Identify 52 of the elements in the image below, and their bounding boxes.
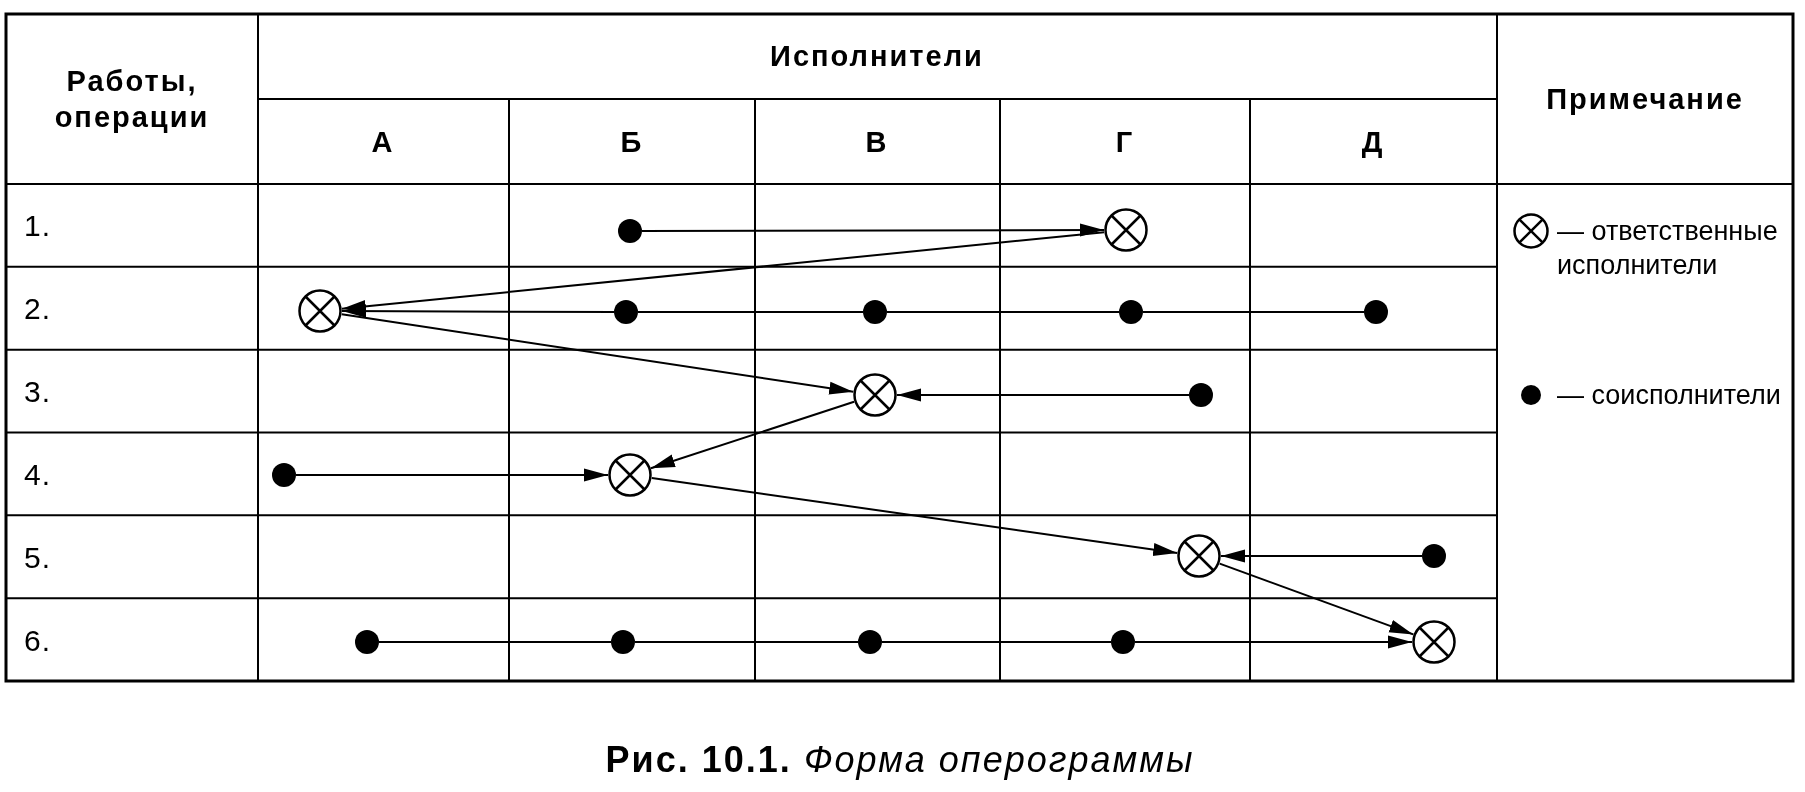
dot-icon [1189, 383, 1213, 407]
arrow [1220, 549, 1423, 563]
arrow [641, 223, 1105, 237]
arrow [1218, 562, 1415, 636]
arrow [1134, 635, 1413, 649]
dot-icon [611, 630, 635, 654]
figure-caption: Рис. 10.1. Форма оперограммы [605, 739, 1195, 781]
arrow [341, 304, 615, 318]
column-header: А [371, 124, 395, 160]
crossed-circle-icon [853, 373, 897, 417]
connector-line [637, 311, 864, 313]
row-number: 4. [24, 457, 52, 494]
arrow [650, 477, 1179, 556]
connector-line [881, 641, 1112, 643]
dot-icon [858, 630, 882, 654]
crossed-circle-icon [298, 289, 342, 333]
column-header: Примечание [1546, 81, 1744, 117]
dot-icon [1111, 630, 1135, 654]
row-number: 6. [24, 622, 52, 659]
dot-icon [863, 300, 887, 324]
arrow [649, 400, 856, 470]
crossed-circle-icon [1412, 620, 1456, 664]
legend-text: — ответственные исполнители [1557, 215, 1779, 282]
dot-icon [355, 630, 379, 654]
column-header: Работы, операции [54, 63, 210, 135]
column-header: Г [1115, 124, 1135, 160]
dot-icon [1422, 544, 1446, 568]
arrow [896, 388, 1190, 402]
dot-icon [1119, 300, 1143, 324]
row-number: 1. [24, 208, 52, 245]
column-header: В [865, 124, 889, 160]
crossed-circle-icon [1104, 208, 1148, 252]
dot-icon [272, 463, 296, 487]
row-number: 3. [24, 374, 52, 411]
dot-icon [1364, 300, 1388, 324]
crossed-circle-icon [608, 453, 652, 497]
column-header: Д [1361, 124, 1385, 160]
arrow [340, 313, 855, 395]
column-header: Исполнители [770, 38, 984, 74]
crossed-circle-icon [1177, 534, 1221, 578]
row-number: 2. [24, 291, 52, 328]
connector-line [886, 311, 1120, 313]
connector-line [378, 641, 612, 643]
connector-line [1142, 311, 1365, 313]
arrow [295, 468, 609, 482]
row-number: 5. [24, 540, 52, 576]
connector-line [634, 641, 859, 643]
arrow [340, 231, 1106, 313]
dot-icon [618, 219, 642, 243]
legend-text: — соисполнители [1557, 379, 1781, 412]
column-header: Б [620, 124, 644, 160]
dot-icon [614, 300, 638, 324]
